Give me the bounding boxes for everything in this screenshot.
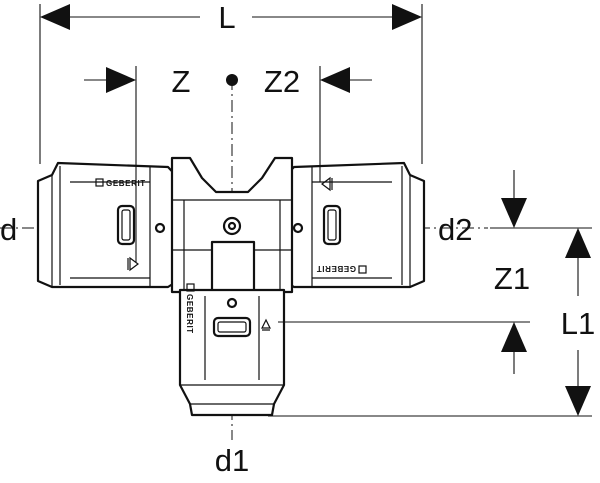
dimension-L: L [39,0,423,164]
arrow-L-right [392,4,422,30]
center-point [226,74,238,86]
label-L1: L1 [561,306,595,341]
tee-fitting: GEBERIT GEBERIT GEBERIT [36,156,426,417]
arrow-L1-top [565,228,591,258]
arrow-L1-bottom [565,386,591,416]
label-Z: Z [172,64,191,99]
arrow-Z2 [320,67,350,93]
left-hole [154,222,166,234]
dimension-Z1-L1: Z1 L1 [268,170,595,417]
label-d2: d2 [438,212,472,247]
left-window [116,204,136,246]
label-d1: d1 [215,443,249,478]
label-Z1: Z1 [494,261,530,296]
brand-branch-text: GEBERIT [185,294,194,334]
arrow-Z1-bottom [501,322,527,352]
brand-right-text: GEBERIT [316,264,356,273]
branch-boss [210,240,256,294]
right-hole [292,222,304,234]
label-L: L [218,0,235,35]
right-insertion-marker [321,176,333,192]
branch-window [212,316,252,338]
branch-insertion-marker [261,318,271,331]
dimension-Z-Z2: Z Z2 [84,64,372,262]
brand-branch: GEBERIT [185,283,195,334]
arrow-Z1-top [501,198,527,228]
arrow-L-left [40,4,70,30]
brand-left: GEBERIT [95,178,146,188]
right-window [322,204,342,246]
label-Z2: Z2 [264,64,300,99]
label-d: d [0,212,17,247]
arrow-Z [106,67,136,93]
branch-coupling [178,288,286,417]
branch-hole [226,297,238,309]
brand-right: GEBERIT [316,264,367,274]
brand-left-text: GEBERIT [106,179,146,188]
left-insertion-marker [127,256,139,272]
